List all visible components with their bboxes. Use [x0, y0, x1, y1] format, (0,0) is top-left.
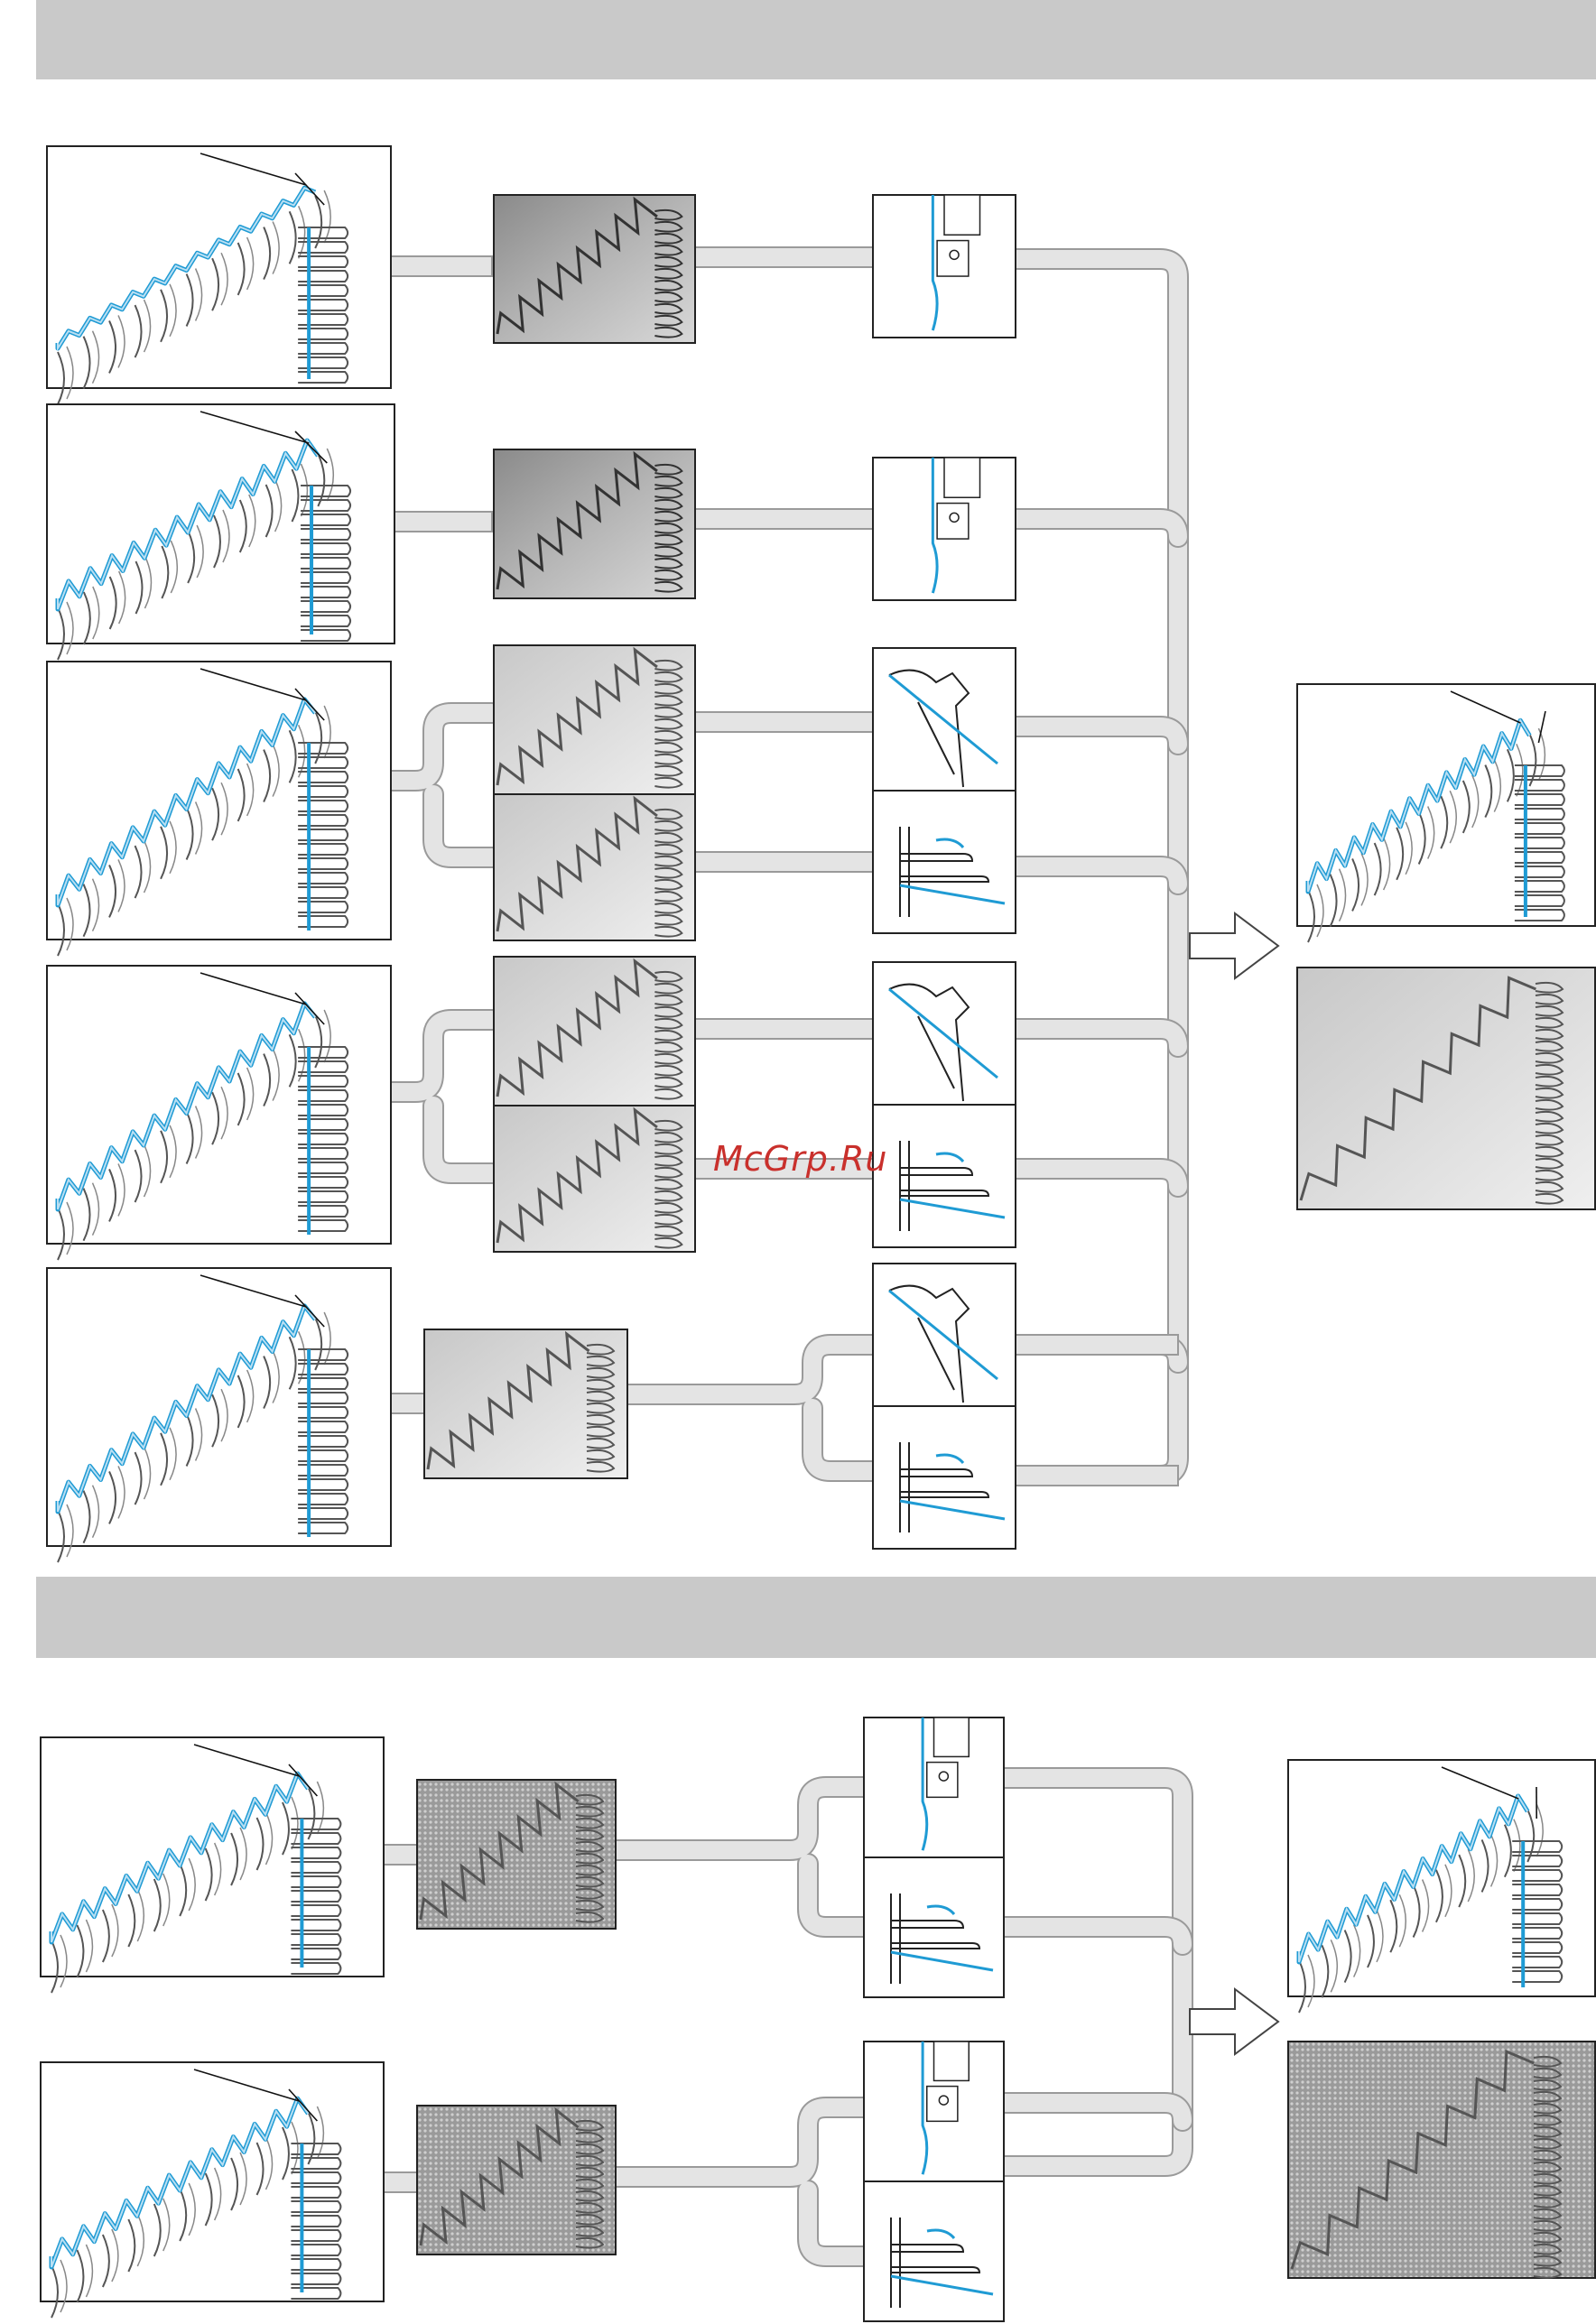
sketch-row-4 — [47, 966, 391, 1260]
section-2-thread-panels — [864, 1718, 1004, 2321]
sketch-row-5 — [47, 1268, 391, 1562]
thread-row-5b — [873, 1406, 1016, 1549]
photo-row-3b — [494, 794, 695, 940]
sketch-row-2 — [47, 404, 394, 660]
sketch-s2-row-2 — [41, 2062, 384, 2318]
pipe-row4b — [1016, 1169, 1178, 1187]
photo-s2-row-2 — [417, 2106, 616, 2255]
sketch-row-1 — [47, 146, 391, 404]
photo-row-4b — [494, 1106, 695, 1252]
pipe-row4a — [1016, 1029, 1178, 1047]
photo-row-4a — [494, 957, 695, 1106]
thread-row-5a — [873, 1264, 1016, 1406]
result-1-sketch — [1297, 684, 1595, 942]
sketch-row-3 — [47, 662, 391, 956]
photo-row-1 — [494, 195, 695, 343]
pipe-s1-row3-mid-b — [695, 852, 876, 872]
pipe-bus-2-b — [1002, 1927, 1183, 1945]
pipe-s1-row3-mid-a — [695, 712, 876, 732]
pipe-s1-row2-mid — [695, 509, 876, 529]
pipe-s1-row5-split-outline — [627, 1345, 876, 1471]
photo-row-2 — [494, 449, 695, 598]
pipe-s2-row2-split — [616, 2107, 867, 2256]
pipe-s1-row5-split — [627, 1345, 876, 1471]
arrow-section-1 — [1190, 913, 1278, 978]
section-2-photo-panels — [417, 1780, 616, 2255]
thread-row-3a — [873, 648, 1016, 791]
section-header-bar-1 — [36, 0, 1596, 79]
photo-row-3a — [494, 645, 695, 794]
section-2-sketch-panels — [41, 1737, 384, 2318]
arrow-section-2 — [1190, 1989, 1278, 2054]
pipe-s1-row5-left — [391, 1393, 424, 1413]
thread-s2-row-2b — [864, 2181, 1004, 2321]
sketch-s2-row-1 — [41, 1737, 384, 1993]
pipe-s1-row2-left — [394, 512, 492, 532]
thread-s2-row-1a — [864, 1718, 1004, 1857]
result-2-photo — [1288, 2042, 1595, 2278]
section-header-bar-2 — [36, 1577, 1596, 1658]
result-2-sketch — [1288, 1760, 1595, 2013]
pipe-s1-row5-right-b — [1016, 1466, 1178, 1486]
pipe-row2 — [1016, 519, 1178, 537]
pipe-row3a — [1016, 727, 1178, 745]
thread-row-2 — [873, 458, 1016, 600]
photo-row-5 — [424, 1329, 627, 1478]
pipe-s2-row1-split — [616, 1787, 867, 1927]
pipe-s1-row3-split — [391, 713, 492, 857]
section-1-thread-panels — [873, 195, 1016, 1549]
pipe-row3b — [1016, 866, 1178, 884]
pipe-s1-row5-right-a — [1016, 1335, 1178, 1355]
result-2-sketch-frame — [1288, 1760, 1595, 1996]
section-1-result-panels — [1297, 684, 1595, 1209]
pipe-bus-2-c — [1002, 2103, 1183, 2121]
thread-row-4b — [873, 1105, 1016, 1247]
pipe-s1-row4-split — [391, 1020, 492, 1173]
section-1-sketch-panels — [47, 146, 394, 1562]
thread-s2-row-2a — [864, 2042, 1004, 2181]
thread-row-4a — [873, 962, 1016, 1105]
photo-s2-row-1 — [417, 1780, 616, 1929]
pipe-s1-row1-left — [391, 256, 492, 276]
thread-row-1 — [873, 195, 1016, 338]
pipe-s1-row1-mid — [695, 247, 876, 267]
watermark-text: McGrp.Ru — [713, 1139, 887, 1179]
pipe-s1-row4-mid-a — [695, 1019, 876, 1039]
section-2-result-panels — [1288, 1760, 1595, 2278]
pipe-s2-row1-left — [384, 1845, 417, 1865]
pipe-s2-row2-left — [384, 2172, 417, 2192]
thread-s2-row-1b — [864, 1857, 1004, 1997]
result-1-photo — [1297, 968, 1595, 1209]
thread-row-3b — [873, 791, 1016, 933]
section-1-photo-panels — [424, 195, 695, 1478]
